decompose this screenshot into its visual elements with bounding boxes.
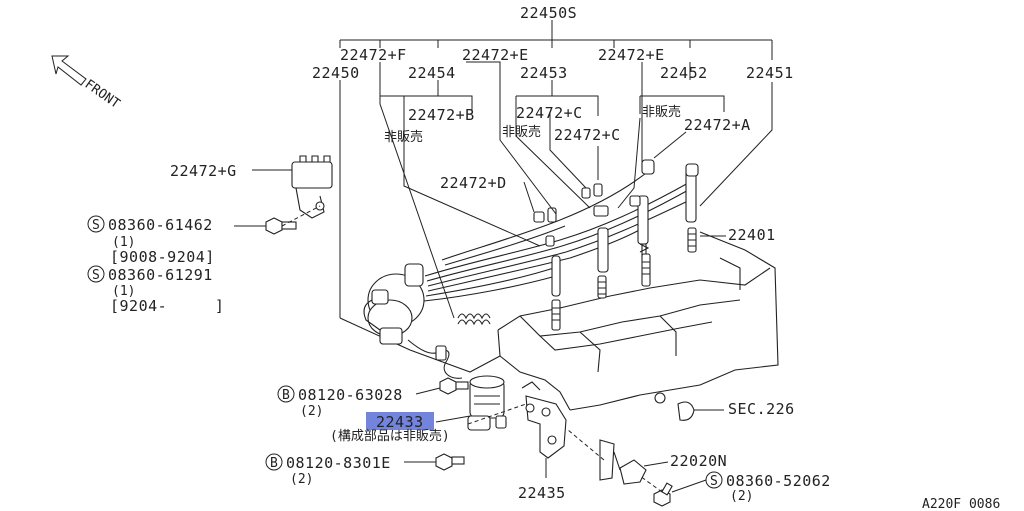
plug-boot-4[interactable] — [551, 255, 561, 331]
label-22454[interactable]: 22454 — [408, 64, 456, 82]
label-bolt-s1-qty: (1) — [112, 235, 135, 250]
label-wire-b[interactable]: 22472+B — [408, 106, 475, 124]
engine-outline — [339, 231, 779, 411]
sensor-22020n[interactable] — [599, 439, 647, 485]
label-bolt-s1[interactable]: 08360-61462 — [108, 216, 213, 234]
svg-text:B: B — [270, 456, 278, 471]
front-arrow-icon — [51, 55, 87, 86]
label-22450s[interactable]: 22450S — [520, 4, 577, 22]
label-22453[interactable]: 22453 — [520, 64, 568, 82]
label-wire-c2[interactable]: 22472+C — [554, 126, 621, 144]
symbol-b-icon: B — [277, 385, 295, 403]
wire-clip-c[interactable] — [581, 183, 609, 217]
label-wire-f[interactable]: 22472+F — [340, 46, 407, 64]
bolt-b2[interactable] — [435, 453, 465, 471]
label-bracket[interactable]: 22435 — [518, 484, 566, 502]
label-bolt-s1-range: [9008-9204] — [110, 248, 215, 266]
label-bolt-b1[interactable]: 08120-63028 — [298, 386, 403, 404]
label-wire-e1[interactable]: 22472+E — [462, 46, 529, 64]
label-bolt-b2-qty: (2) — [290, 472, 313, 487]
label-wire-d[interactable]: 22472+D — [440, 174, 507, 192]
ignition-coil[interactable] — [467, 375, 507, 431]
bolt-s1[interactable] — [265, 217, 297, 235]
label-coil-note: (構成部品は非販売) — [330, 428, 450, 444]
label-spark-plug[interactable]: 22401 — [728, 226, 776, 244]
label-bolt-b2[interactable]: 08120-8301E — [286, 454, 391, 472]
wire-clip-d[interactable] — [533, 207, 557, 247]
svg-text:B: B — [282, 388, 290, 403]
label-coil[interactable]: 22433 — [376, 413, 424, 431]
svg-text:S: S — [710, 474, 718, 489]
label-not-sold-3: 非販売 — [642, 104, 681, 120]
label-wire-a[interactable]: 22472+A — [684, 116, 751, 134]
label-bolt-s3-qty: (2) — [730, 489, 753, 504]
symbol-s-icon: S — [87, 215, 105, 233]
front-label: FRONT — [82, 77, 123, 112]
symbol-b-icon: B — [265, 453, 283, 471]
label-not-sold-2: 非販売 — [502, 124, 541, 140]
label-22451[interactable]: 22451 — [746, 64, 794, 82]
label-bolt-s2-qty: (1) — [112, 284, 135, 299]
label-not-sold-1: 非販売 — [384, 129, 423, 145]
label-22452[interactable]: 22452 — [660, 64, 708, 82]
wire-holder-g[interactable] — [291, 155, 333, 219]
symbol-s-icon: S — [705, 471, 723, 489]
figure-code: A220F 0086 — [922, 497, 1000, 511]
label-bolt-b1-qty: (2) — [300, 404, 323, 419]
label-wire-e2[interactable]: 22472+E — [598, 46, 665, 64]
label-bolt-s2-range: [9204- ] — [110, 297, 224, 315]
label-22450[interactable]: 22450 — [312, 64, 360, 82]
label-wire-c1[interactable]: 22472+C — [516, 104, 583, 122]
label-sec226[interactable]: SEC.226 — [728, 400, 795, 418]
label-sensor[interactable]: 22020N — [670, 452, 727, 470]
coil-label-highlight — [366, 412, 434, 430]
label-bolt-s2[interactable]: 08360-61291 — [108, 266, 213, 284]
svg-text:S: S — [92, 218, 100, 233]
plug-boot-2[interactable] — [685, 169, 697, 253]
plug-wire-bundle[interactable] — [407, 169, 693, 379]
distributor[interactable] — [363, 263, 425, 345]
symbol-s-icon: S — [87, 265, 105, 283]
label-bolt-s3[interactable]: 08360-52062 — [726, 472, 831, 490]
plug-boot-3[interactable] — [597, 227, 609, 299]
bolt-b1[interactable] — [439, 377, 469, 395]
coil-bracket[interactable] — [521, 381, 567, 459]
bolt-s3[interactable] — [653, 482, 673, 507]
wire-clip-a[interactable] — [629, 159, 699, 207]
spark-plug[interactable] — [641, 253, 651, 287]
label-wire-g[interactable]: 22472+G — [170, 162, 237, 180]
svg-text:S: S — [92, 268, 100, 283]
leader-lines — [234, 20, 773, 493]
sec226-part[interactable] — [654, 392, 695, 421]
